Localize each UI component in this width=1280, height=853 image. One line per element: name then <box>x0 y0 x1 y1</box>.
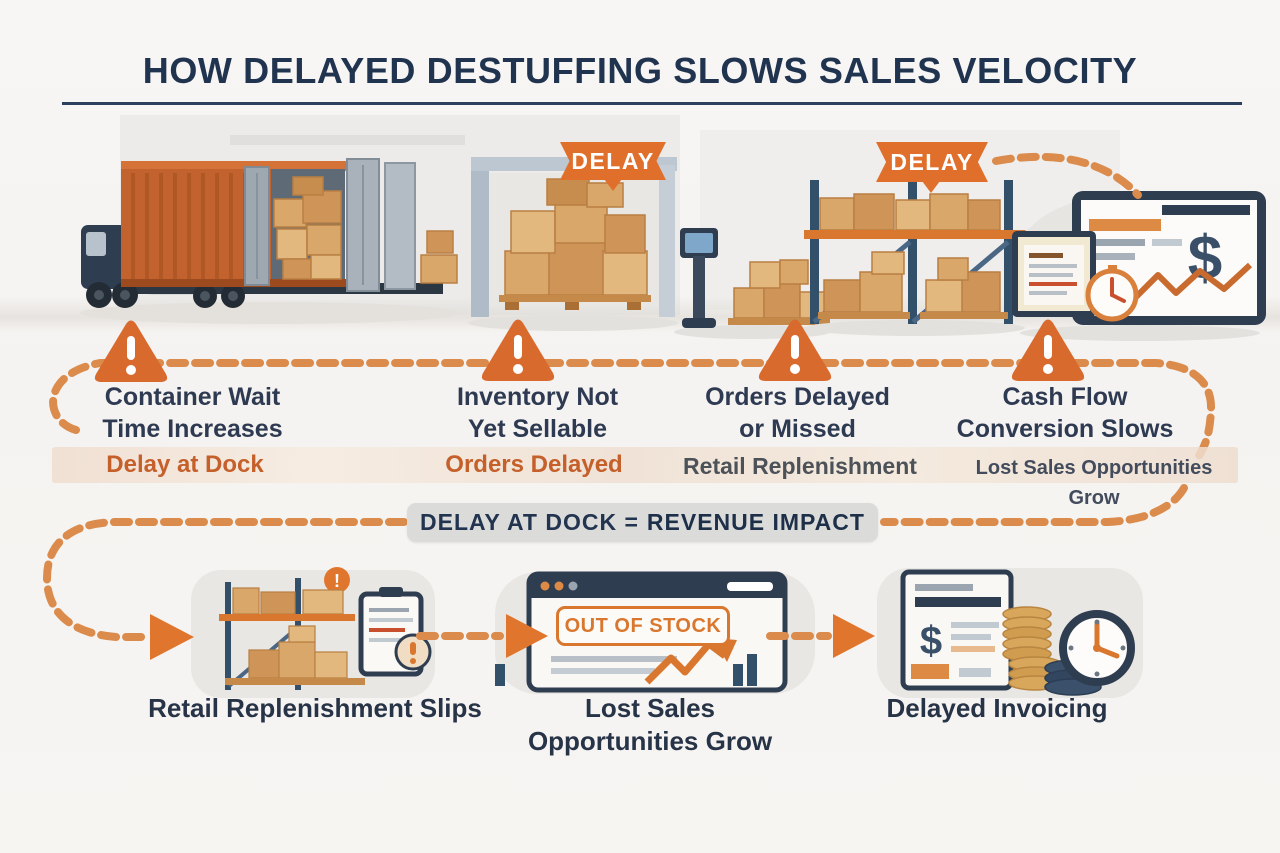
kiosk-terminal <box>680 228 718 328</box>
cab-window <box>86 232 106 256</box>
rack-beam <box>804 230 1026 239</box>
warning-label-2: Inventory Not Yet Sellable <box>395 381 680 445</box>
container-truck-illustration <box>80 135 465 324</box>
wooden-pallet <box>728 318 830 325</box>
warning-line: Container Wait <box>104 383 281 411</box>
out-of-stock-badge: OUT OF STOCK <box>556 606 730 646</box>
warning-line: Orders Delayed <box>705 383 890 411</box>
warning-triangle-icon <box>758 319 832 381</box>
equation-right-text: REVENUE IMPACT <box>646 509 865 535</box>
delay-badge-label: DELAY <box>571 147 655 174</box>
sub-label-band <box>52 447 1238 483</box>
ground-shadow <box>805 320 1025 336</box>
warning-sublabel-2: Orders Delayed <box>445 451 623 478</box>
banner-left-loop-path <box>42 518 408 641</box>
pallet-boxes <box>504 178 648 296</box>
title-underline <box>62 102 1242 105</box>
browser-dot <box>540 581 550 591</box>
warning-triangle-icon <box>94 320 168 382</box>
warning-triangle-icon <box>1011 319 1085 381</box>
address-bar <box>727 582 773 591</box>
delay-badge-pointer <box>922 181 940 193</box>
ground-shadow <box>1020 325 1260 341</box>
dashboard-orange-bar <box>1089 219 1161 231</box>
equation-left-text: DELAY AT DOCK = <box>420 509 639 535</box>
invoice-document: $ <box>900 569 1014 691</box>
warning-line: Inventory Not <box>456 383 619 411</box>
pallet-rack-illustration <box>804 176 1026 336</box>
rack-pallets <box>818 312 1008 319</box>
container-door-far <box>384 162 416 290</box>
alert-circle-icon <box>324 567 350 593</box>
finance-dashboard-illustration: $ <box>1012 191 1266 341</box>
clock-icon <box>1059 610 1135 686</box>
stopwatch-icon <box>1085 265 1139 322</box>
warning-label-3: Orders Delayed or Missed <box>655 381 940 445</box>
invoice-card <box>1012 231 1096 317</box>
dock-box <box>420 254 458 284</box>
shipping-container <box>121 158 416 292</box>
truck-chassis <box>113 283 443 294</box>
warning-sublabel-1: Delay at Dock <box>106 451 264 478</box>
warning-line: Conversion Slows <box>956 415 1174 443</box>
alert-exclamation: ! <box>334 571 340 591</box>
bottom-label-3: Delayed Invoicing <box>886 693 1108 723</box>
mini-rack <box>219 578 365 690</box>
warning-sublabel-4: Lost Sales Opportunities Grow <box>975 457 1213 509</box>
dock-box <box>426 230 454 254</box>
delayed-invoicing-illustration: $ <box>877 568 1143 698</box>
wheel-hub <box>120 290 130 300</box>
delay-to-dashboard-path <box>992 152 1142 199</box>
warning-line: Cash Flow <box>1002 383 1128 411</box>
warning-sublabel-3: Retail Replenishment <box>683 453 917 479</box>
wheel-hub <box>200 291 210 301</box>
warehouse-roof <box>230 135 465 145</box>
bottom-label-line: Lost Sales <box>584 693 716 723</box>
warning-row-path <box>49 359 1216 464</box>
warning-line: Yet Sellable <box>468 415 607 443</box>
bottom-label-1: Retail Replenishment Slips <box>148 693 482 723</box>
delay-badge-pointer <box>604 179 622 191</box>
delay-ribbon-badge: DELAY <box>876 142 988 182</box>
banner-right-path <box>880 484 1188 526</box>
wheel-hub <box>228 291 238 301</box>
warning-label-4: Cash Flow Conversion Slows <box>915 381 1215 445</box>
rack-top-boxes <box>819 193 1001 231</box>
arrowhead-icon <box>150 614 194 660</box>
warning-line: Time Increases <box>102 415 283 443</box>
equation-banner: DELAY AT DOCK = REVENUE IMPACT <box>407 503 878 542</box>
bottom-label-2: Lost Sales Opportunities Grow <box>490 692 810 758</box>
page-title: HOW DELAYED DESTUFFING SLOWS SALES VELOC… <box>142 50 1138 91</box>
dock-doorway-illustration <box>468 157 678 331</box>
wooden-pallet <box>499 295 651 310</box>
retail-replenishment-illustration: ! <box>191 567 435 698</box>
door-frame-right <box>659 165 675 317</box>
delay-ribbon-badge: DELAY <box>560 142 666 180</box>
dollar-icon: $ <box>920 619 942 663</box>
warning-line: or Missed <box>739 415 856 443</box>
browser-dot <box>568 581 578 591</box>
warning-label-1: Container Wait Time Increases <box>45 381 340 445</box>
boxes-in-container <box>273 176 342 280</box>
ground-shadow <box>80 302 460 324</box>
wheel-hub <box>94 290 104 300</box>
browser-dot <box>554 581 564 591</box>
warning-triangle-icon <box>481 319 555 381</box>
door-frame-left <box>471 165 489 317</box>
arrowhead-icon <box>833 614 875 658</box>
delay-badge-label: DELAY <box>890 148 974 175</box>
bottom-label-line: Opportunities Grow <box>527 726 773 756</box>
arrowhead-icon <box>506 614 548 658</box>
